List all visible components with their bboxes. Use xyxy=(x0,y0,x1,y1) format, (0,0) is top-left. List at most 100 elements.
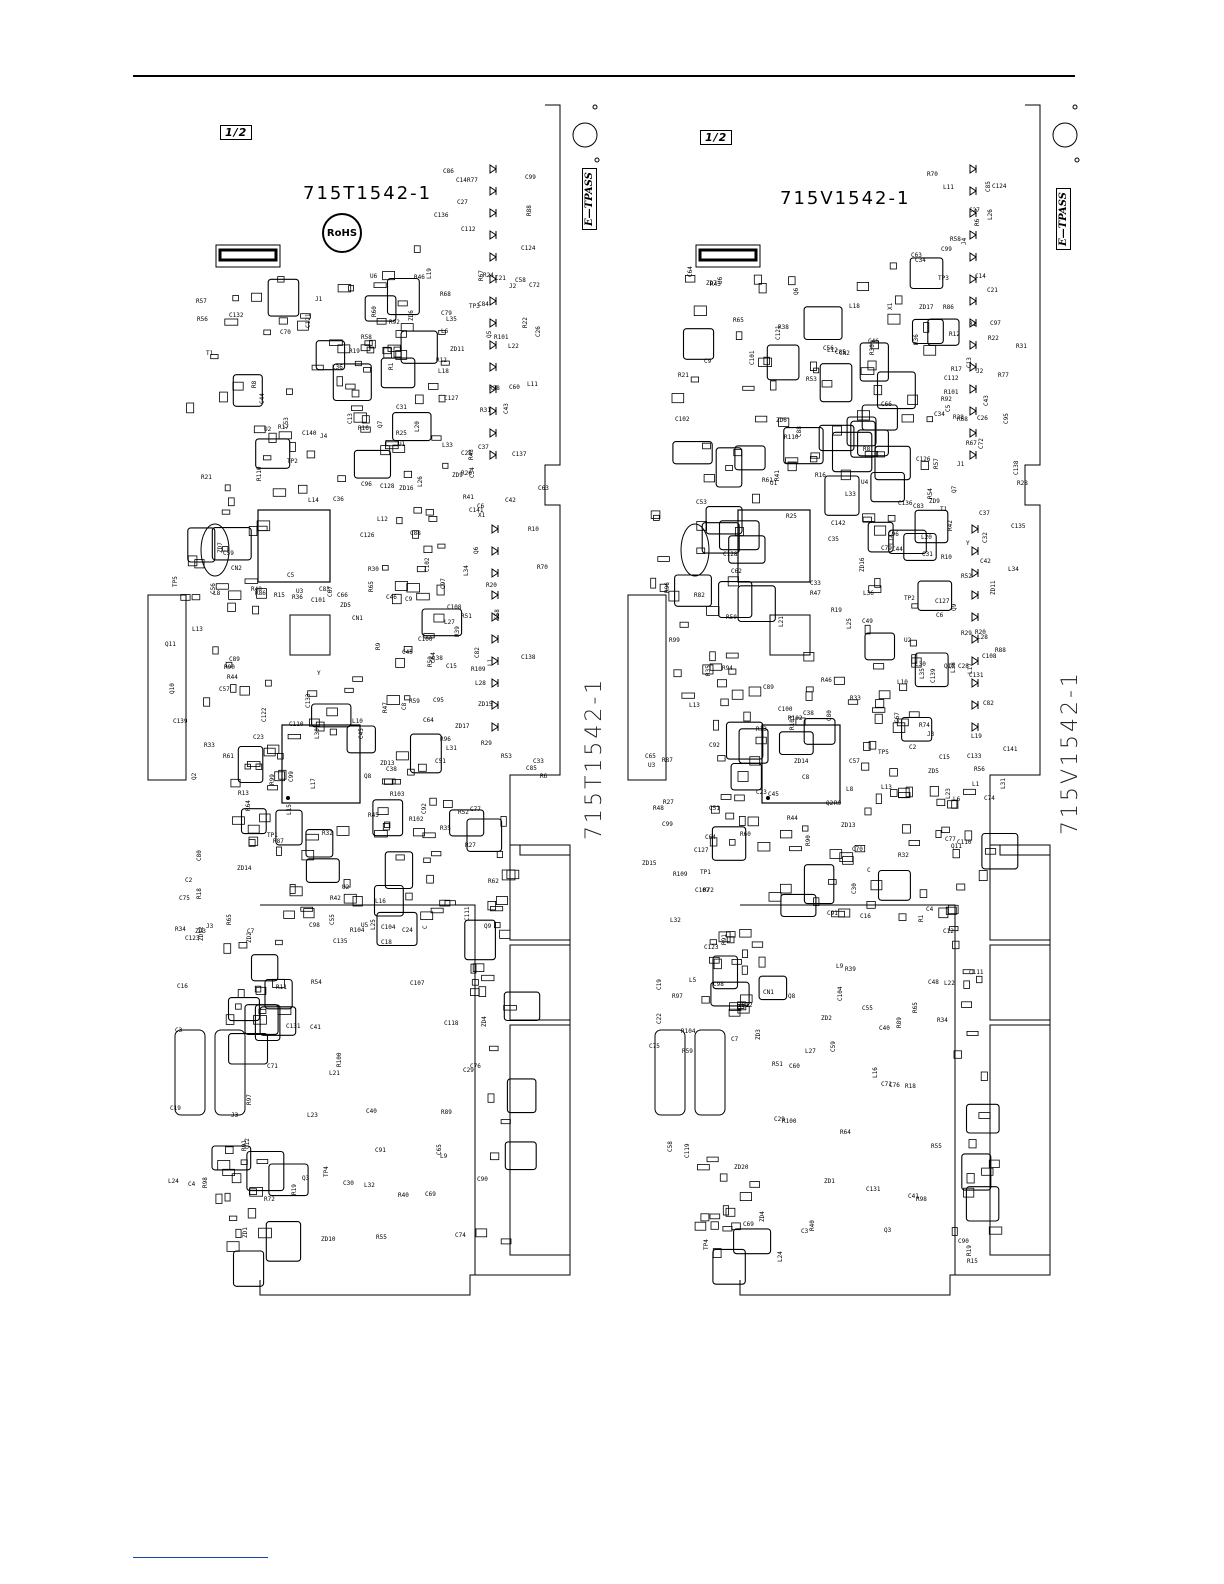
reference-designator: L30 xyxy=(314,728,321,739)
zener-diode xyxy=(489,208,497,218)
reference-designator: C139 xyxy=(173,718,188,725)
reference-designator: R77 xyxy=(998,372,1009,379)
smd-component xyxy=(832,425,843,436)
reference-designator: R8 xyxy=(863,446,871,453)
smd-component-large xyxy=(364,295,397,322)
smd-component xyxy=(301,850,315,861)
smd-component-large xyxy=(672,441,713,465)
smd-component xyxy=(412,828,425,837)
smd-component xyxy=(417,763,427,772)
smd-component xyxy=(821,380,833,388)
reference-designator: C122 xyxy=(261,707,268,722)
reference-designator: C97 xyxy=(440,578,447,589)
smd-component xyxy=(385,439,399,447)
zener-diode xyxy=(489,164,497,174)
smd-component xyxy=(907,394,918,406)
reference-designator: C7 xyxy=(731,1036,739,1043)
smd-component xyxy=(978,1112,991,1119)
reference-designator: R86 xyxy=(255,590,266,597)
smd-component xyxy=(235,1003,242,1010)
smd-component xyxy=(187,555,198,567)
smd-component xyxy=(751,941,764,948)
reference-designator: C65 xyxy=(645,753,656,760)
reference-designator: CN2 xyxy=(231,565,242,572)
zener-diode xyxy=(969,450,977,460)
board-outline xyxy=(739,104,1051,1296)
reference-designator: R110 xyxy=(256,466,263,481)
smd-component xyxy=(374,830,388,838)
reference-designator: C65 xyxy=(436,1144,443,1155)
smd-component xyxy=(253,1015,267,1025)
smd-component xyxy=(747,816,759,827)
smd-component xyxy=(901,824,911,834)
reference-designator: R88 xyxy=(526,205,533,216)
smd-component-large xyxy=(373,884,404,917)
smd-component xyxy=(868,741,877,750)
reference-designator: R46 xyxy=(821,677,832,684)
reference-designator: R102 xyxy=(409,816,424,823)
reference-designator: C13 xyxy=(966,357,973,368)
zener-diode xyxy=(489,340,497,350)
reference-designator: C67 xyxy=(894,712,901,723)
smd-component xyxy=(659,583,668,592)
smd-component xyxy=(729,1002,742,1011)
approval-mark: E—TPASS xyxy=(582,168,597,230)
smd-component xyxy=(706,1156,719,1163)
reference-designator: L32 xyxy=(364,1182,375,1189)
smd-component xyxy=(337,475,346,483)
reference-designator: L1 xyxy=(487,658,494,666)
reference-designator: R1 xyxy=(918,914,925,922)
reference-designator: C63 xyxy=(911,252,922,259)
smd-component-large xyxy=(682,328,715,360)
smd-component xyxy=(257,525,268,532)
smd-component xyxy=(344,687,354,693)
reference-designator: R90 xyxy=(224,664,235,671)
smd-component-large xyxy=(305,858,340,883)
reference-designator: L35 xyxy=(919,668,926,679)
reference-designator: C42 xyxy=(505,497,516,504)
reference-designator: C59 xyxy=(830,1041,837,1052)
reference-designator: CN1 xyxy=(763,989,774,996)
reference-designator: L14 xyxy=(308,497,319,504)
zener-diode xyxy=(489,384,497,394)
smd-component xyxy=(210,354,219,360)
smd-component-large xyxy=(380,357,416,389)
smd-component xyxy=(706,606,720,616)
smd-component xyxy=(923,345,937,356)
smd-component xyxy=(499,929,511,939)
reference-designator: R39 xyxy=(454,626,461,637)
reference-designator: C56 xyxy=(823,345,834,352)
reference-designator: C138 xyxy=(1013,460,1020,475)
smd-component xyxy=(833,676,845,685)
smd-component xyxy=(831,910,845,918)
smd-component xyxy=(251,292,263,302)
reference-designator: R92 xyxy=(941,396,952,403)
smd-component xyxy=(248,836,259,846)
reference-designator: C40 xyxy=(366,1108,377,1115)
reference-designator: ZD15 xyxy=(642,860,657,867)
smd-component xyxy=(956,883,966,891)
smd-component-large xyxy=(372,799,404,837)
zener-diode xyxy=(491,656,499,666)
reference-designator: L13 xyxy=(192,626,203,633)
reference-designator: C90 xyxy=(958,1238,969,1245)
reference-designator: R68 xyxy=(440,291,451,298)
smd-component xyxy=(988,1226,1003,1235)
reference-designator: C66 xyxy=(881,401,892,408)
smd-component xyxy=(734,794,745,802)
smd-component xyxy=(871,707,886,713)
smd-component xyxy=(506,869,520,880)
reference-designator: L24 xyxy=(168,1178,179,1185)
smd-component xyxy=(876,451,885,458)
reference-designator: Q6 xyxy=(793,287,800,295)
reference-designator: L27 xyxy=(444,619,455,626)
smd-component xyxy=(727,576,739,587)
reference-designator: C34 xyxy=(915,257,926,264)
reference-designator: R87 xyxy=(662,757,673,764)
reference-designator: C107 xyxy=(695,887,710,894)
reference-designator: R6 xyxy=(540,773,548,780)
smd-component xyxy=(254,985,262,993)
reference-designator: C72 xyxy=(529,282,540,289)
smd-component-large xyxy=(783,427,824,465)
reference-designator: R21 xyxy=(201,474,212,481)
